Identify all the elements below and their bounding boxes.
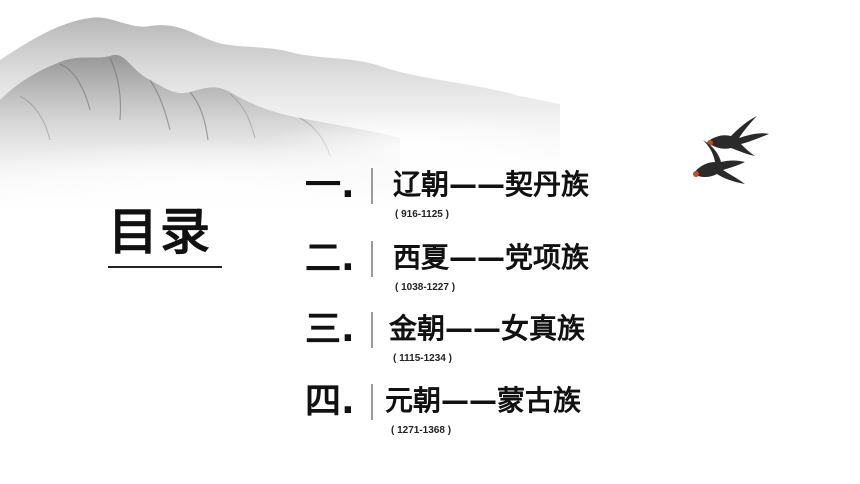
divider-bar	[371, 384, 373, 420]
toc-item-number: 三.	[305, 309, 355, 350]
title-underline	[108, 266, 222, 268]
toc-item-name: 西夏——党项族	[393, 241, 590, 274]
toc-item-years: ( 1038-1227 )	[395, 282, 456, 293]
toc-item-years: ( 916-1125 )	[395, 209, 449, 220]
toc-item-name: 元朝——蒙古族	[385, 384, 582, 417]
divider-bar	[371, 241, 373, 277]
toc-item-name: 辽朝——契丹族	[393, 168, 590, 201]
slide-title: 目录	[108, 203, 212, 261]
toc-item-1: 一. 辽朝——契丹族 ( 916-1125 )	[305, 164, 635, 228]
toc-item-years: ( 1115-1234 )	[393, 353, 452, 364]
toc-item-number: 二.	[305, 238, 355, 279]
toc-item-years: ( 1271-1368 )	[391, 425, 452, 436]
swallows-illustration	[693, 116, 769, 184]
toc-item-number: 四.	[305, 381, 355, 422]
ink-mountains-illustration	[0, 17, 560, 230]
toc-item-2: 二. 西夏——党项族 ( 1038-1227 )	[305, 237, 635, 301]
toc-item-3: 三. 金朝——女真族 ( 1115-1234 )	[305, 308, 635, 372]
toc-item-4: 四. 元朝——蒙古族 ( 1271-1368 )	[305, 380, 635, 444]
divider-bar	[371, 312, 373, 348]
divider-bar	[371, 168, 373, 204]
title-block: 目录	[108, 200, 226, 268]
toc-item-number: 一.	[305, 165, 355, 206]
toc-item-name: 金朝——女真族	[389, 312, 586, 345]
